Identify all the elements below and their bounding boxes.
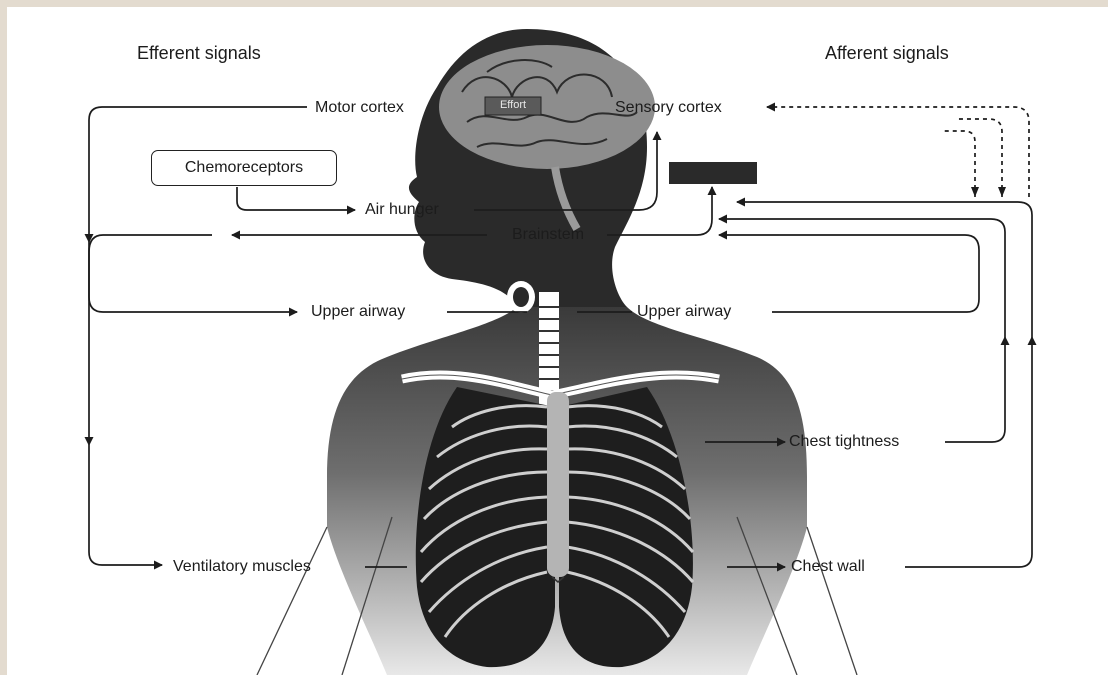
efferent-signals-heading: Efferent signals <box>137 44 261 62</box>
upper-airway-right-label: Upper airway <box>637 304 731 320</box>
air-hunger-label: Air hunger <box>365 202 439 218</box>
sternum <box>547 392 569 577</box>
chemoreceptors-box: Chemoreceptors <box>151 150 337 186</box>
upper-airway-left-label: Upper airway <box>311 304 405 320</box>
brainstem-label: Brainstem <box>512 227 584 243</box>
sensory-cortex-label: Sensory cortex <box>615 100 722 116</box>
ventilatory-muscles-label: Ventilatory muscles <box>173 559 311 575</box>
effort-label: Effort <box>485 100 541 111</box>
diagram-figure: Efferent signals Afferent signals Motor … <box>7 7 1108 675</box>
chest-wall-label: Chest wall <box>791 559 865 575</box>
motor-cortex-label: Motor cortex <box>315 100 404 116</box>
chest-tightness-label: Chest tightness <box>789 434 899 450</box>
afferent-signals-heading: Afferent signals <box>825 44 949 62</box>
dark-chip <box>669 162 757 184</box>
